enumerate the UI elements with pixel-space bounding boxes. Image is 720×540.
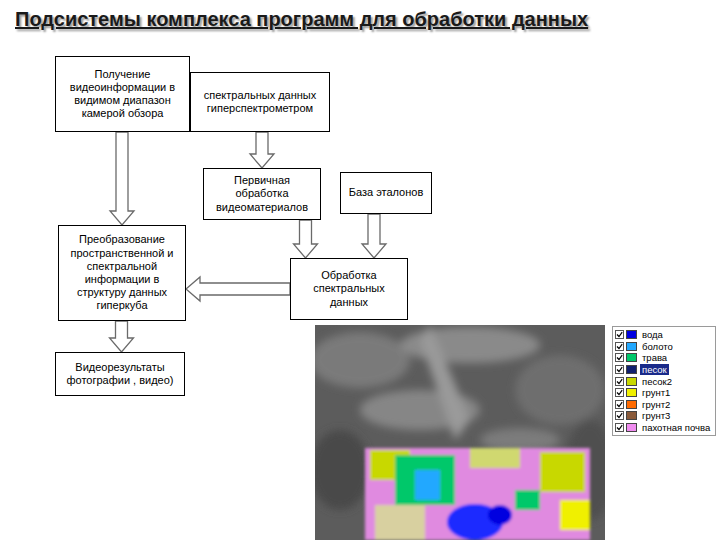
- legend-label: болото: [640, 341, 675, 352]
- process-box: Видеорезультаты фотографии , видео): [55, 352, 185, 396]
- checkbox: [615, 411, 624, 420]
- legend-swatch: [626, 377, 637, 386]
- legend-label: трава: [640, 352, 669, 363]
- checkbox: [615, 400, 624, 409]
- legend-swatch: [626, 400, 637, 409]
- legend-row: пахотная почва: [613, 422, 715, 434]
- box-label: Первичная обработка видеоматериалов: [208, 174, 316, 214]
- slide-title: Подсистемы комплекса программ для обрабо…: [15, 8, 588, 31]
- checkbox: [615, 330, 624, 339]
- process-box: Получение видеоинформации в видимом диап…: [55, 56, 190, 132]
- legend-panel: водаболототравапесокпесок2грунт1грунт2гр…: [612, 326, 716, 436]
- box-label: Обработка спектральных данных: [295, 269, 403, 309]
- legend-label: грунт3: [640, 410, 672, 421]
- block-arrow: [110, 132, 134, 225]
- legend-label: грунт2: [640, 399, 672, 410]
- legend-swatch: [626, 423, 637, 432]
- checkbox: [615, 342, 624, 351]
- block-arrow: [294, 220, 318, 258]
- legend-label: пахотная почва: [640, 422, 712, 433]
- legend-swatch: [626, 411, 637, 420]
- box-label: Видеорезультаты фотографии , видео): [60, 361, 180, 387]
- legend-swatch: [626, 342, 637, 351]
- checkbox: [615, 377, 624, 386]
- block-arrow: [250, 132, 274, 168]
- legend-row: песок2: [613, 375, 715, 387]
- legend-row: песок: [613, 364, 715, 376]
- legend-label: вода: [640, 329, 665, 340]
- legend-row: вода: [613, 329, 715, 341]
- process-box: Первичная обработка видеоматериалов: [203, 168, 321, 220]
- legend-row: грунт2: [613, 399, 715, 411]
- box-label: Получение видеоинформации в видимом диап…: [60, 68, 185, 121]
- checkbox: [615, 423, 624, 432]
- block-arrow: [362, 214, 386, 258]
- legend-label: грунт1: [640, 387, 672, 398]
- legend-label: песок: [640, 364, 669, 375]
- legend-swatch: [626, 365, 637, 374]
- checkbox: [615, 388, 624, 397]
- block-arrow: [186, 277, 290, 301]
- legend-swatch: [626, 330, 637, 339]
- process-box: Преобразование пространственной и спектр…: [58, 225, 186, 321]
- legend-row: грунт3: [613, 410, 715, 422]
- checkbox: [615, 353, 624, 362]
- box-label: Преобразование пространственной и спектр…: [63, 233, 181, 312]
- legend-swatch: [626, 388, 637, 397]
- legend-row: болото: [613, 341, 715, 353]
- box-label: База эталонов: [349, 186, 424, 199]
- legend-swatch: [626, 353, 637, 362]
- box-label: спектральных данных гиперспектрометром: [195, 89, 325, 115]
- process-box: спектральных данных гиперспектрометром: [190, 72, 330, 132]
- process-box: База эталонов: [340, 172, 432, 214]
- legend-row: трава: [613, 352, 715, 364]
- block-arrow: [110, 321, 134, 352]
- process-box: Обработка спектральных данных: [290, 258, 408, 320]
- legend-label: песок2: [640, 376, 674, 387]
- legend-row: грунт1: [613, 387, 715, 399]
- checkbox: [615, 365, 624, 374]
